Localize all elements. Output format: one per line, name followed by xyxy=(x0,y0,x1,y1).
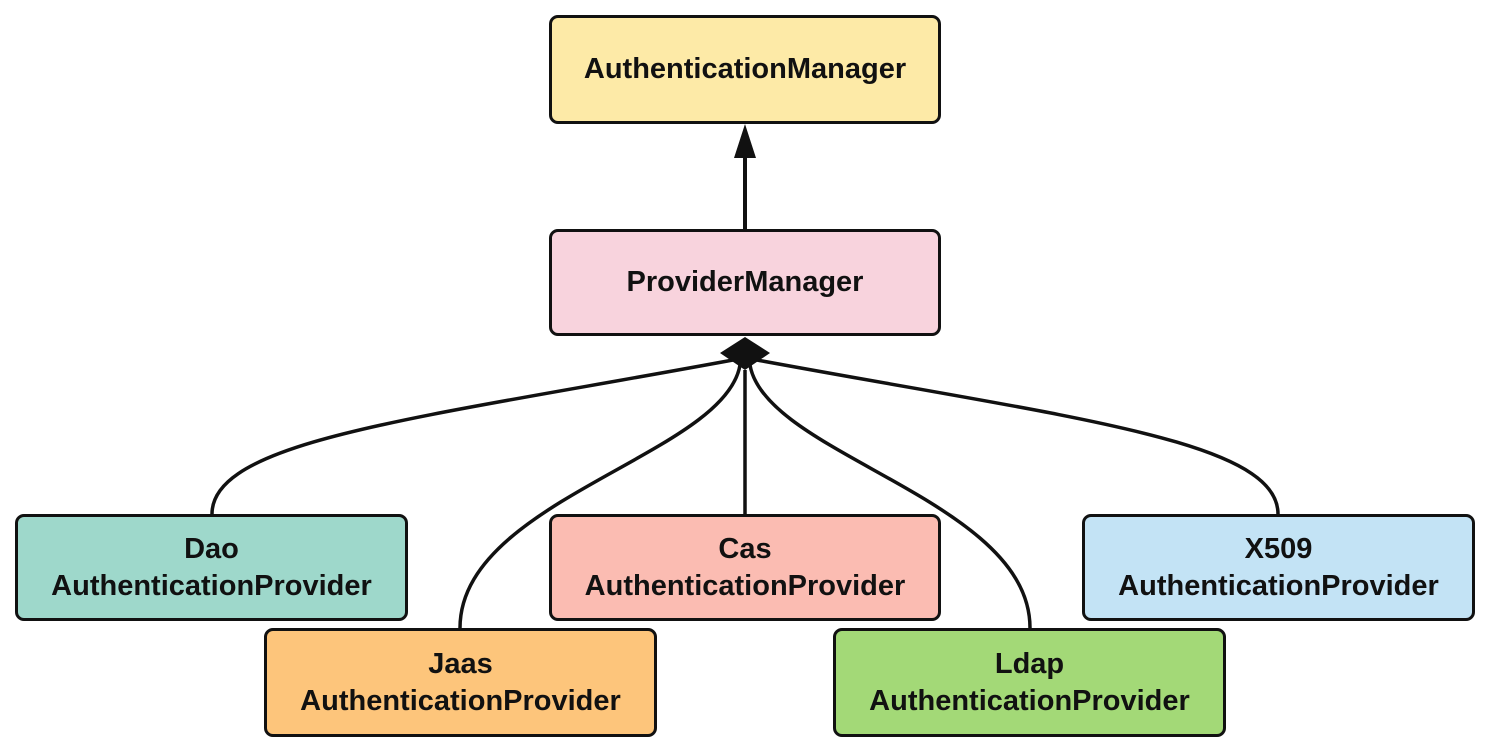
ldap-authentication-provider-node: Ldap AuthenticationProvider xyxy=(833,628,1226,737)
edge-dao-to-provider-manager xyxy=(210,358,734,515)
dao-authentication-provider-node: Dao AuthenticationProvider xyxy=(15,514,408,621)
node-label: AuthenticationProvider xyxy=(300,684,621,717)
node-label-prefix: Dao xyxy=(184,532,239,565)
x509-authentication-provider-node: X509 AuthenticationProvider xyxy=(1082,514,1475,621)
edge-jaas-to-provider-manager xyxy=(458,364,742,629)
node-label: AuthenticationProvider xyxy=(869,684,1190,717)
node-label: AuthenticationProvider xyxy=(1118,569,1439,602)
node-label: AuthenticationProvider xyxy=(51,569,372,602)
node-label-prefix: Jaas xyxy=(428,647,493,680)
cas-authentication-provider-node: Cas AuthenticationProvider xyxy=(549,514,941,621)
node-label: AuthenticationProvider xyxy=(584,569,906,602)
edge-x509-to-provider-manager xyxy=(756,358,1280,515)
node-label: ProviderManager xyxy=(626,266,864,298)
edge-ldap-to-provider-manager xyxy=(748,364,1032,629)
provider-manager-node: ProviderManager xyxy=(549,229,941,336)
node-label-prefix: Cas xyxy=(718,532,772,565)
composition-diamond-icon xyxy=(720,337,770,370)
authentication-manager-node: AuthenticationManager xyxy=(549,15,941,124)
arrowhead-icon xyxy=(734,124,756,158)
node-label-prefix: X509 xyxy=(1244,532,1313,565)
node-label: AuthenticationManager xyxy=(583,53,907,85)
jaas-authentication-provider-node: Jaas AuthenticationProvider xyxy=(264,628,657,737)
node-label-prefix: Ldap xyxy=(994,647,1065,680)
